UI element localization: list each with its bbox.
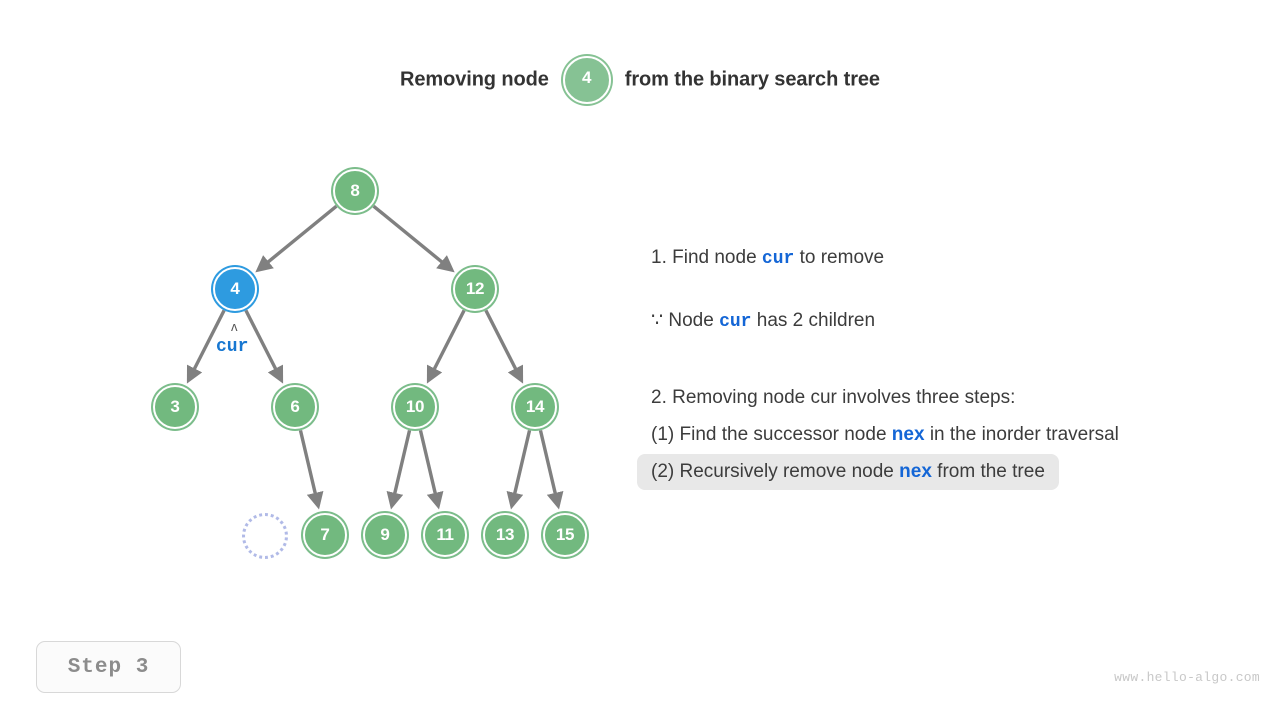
line1-after: to remove xyxy=(794,247,885,268)
tree-node-4[interactable]: 4 xyxy=(213,267,257,311)
footer-watermark: www.hello-algo.com xyxy=(1114,670,1260,685)
tree-edge xyxy=(386,429,412,510)
tree-node-14[interactable]: 14 xyxy=(513,385,557,429)
cur-pointer-caret-icon: ʌ xyxy=(231,319,238,334)
line2-before: ∵ Node xyxy=(651,310,720,331)
tree-edge xyxy=(426,309,466,384)
tree-edge xyxy=(244,309,284,384)
explanation-line-2: ∵ Node cur has 2 children xyxy=(637,302,889,339)
tree-edge xyxy=(418,429,444,510)
tree-node-12[interactable]: 12 xyxy=(453,267,497,311)
tree-edge xyxy=(255,204,338,273)
tree-node-10[interactable]: 10 xyxy=(393,385,437,429)
empty-slot-placeholder xyxy=(242,513,288,559)
title-node-badge: 4 xyxy=(562,56,611,104)
line2-after: has 2 children xyxy=(751,310,876,331)
tree-node-6[interactable]: 6 xyxy=(273,385,317,429)
tree-node-13[interactable]: 13 xyxy=(483,513,527,557)
explanation-line-4: (1) Find the successor node nex in the i… xyxy=(637,417,1133,453)
tree-edge xyxy=(372,204,455,273)
explanation-line-1: 1. Find node cur to remove xyxy=(637,240,898,276)
tree-node-7[interactable]: 7 xyxy=(303,513,347,557)
tree-edge xyxy=(506,429,532,510)
line3-before: 2. Removing node cur involves three step… xyxy=(651,387,1016,408)
line4-keyword: nex xyxy=(891,424,925,445)
tree-edge xyxy=(186,309,226,384)
line5-before: (2) Recursively remove node xyxy=(651,461,900,482)
line5-after: from the tree xyxy=(931,461,1045,482)
tree-node-15[interactable]: 15 xyxy=(543,513,587,557)
tree-edge xyxy=(538,429,564,510)
line5-keyword: nex xyxy=(899,461,932,482)
page-title: Removing node 4 from the binary search tre… xyxy=(0,56,1280,104)
explanation-line-3: 2. Removing node cur involves three step… xyxy=(637,380,1029,416)
title-prefix: Removing node xyxy=(400,68,549,91)
tree-node-3[interactable]: 3 xyxy=(153,385,197,429)
tree-edge xyxy=(484,309,524,384)
line2-keyword: cur xyxy=(719,312,752,332)
tree-node-11[interactable]: 11 xyxy=(423,513,467,557)
tree-node-9[interactable]: 9 xyxy=(363,513,407,557)
tree-node-8[interactable]: 8 xyxy=(333,169,377,213)
line4-before: (1) Find the successor node xyxy=(651,424,892,445)
line4-after: in the inorder traversal xyxy=(924,424,1119,445)
cur-pointer-label: cur xyxy=(216,337,249,357)
tree-edge-layer xyxy=(186,204,564,510)
line1-keyword: cur xyxy=(761,249,795,269)
line1-before: 1. Find node xyxy=(651,247,762,268)
title-suffix: from the binary search tree xyxy=(624,68,880,91)
tree-edge xyxy=(298,429,324,510)
explanation-line-5: (2) Recursively remove node nex from the… xyxy=(637,454,1059,490)
step-badge: Step 3 xyxy=(36,641,181,693)
